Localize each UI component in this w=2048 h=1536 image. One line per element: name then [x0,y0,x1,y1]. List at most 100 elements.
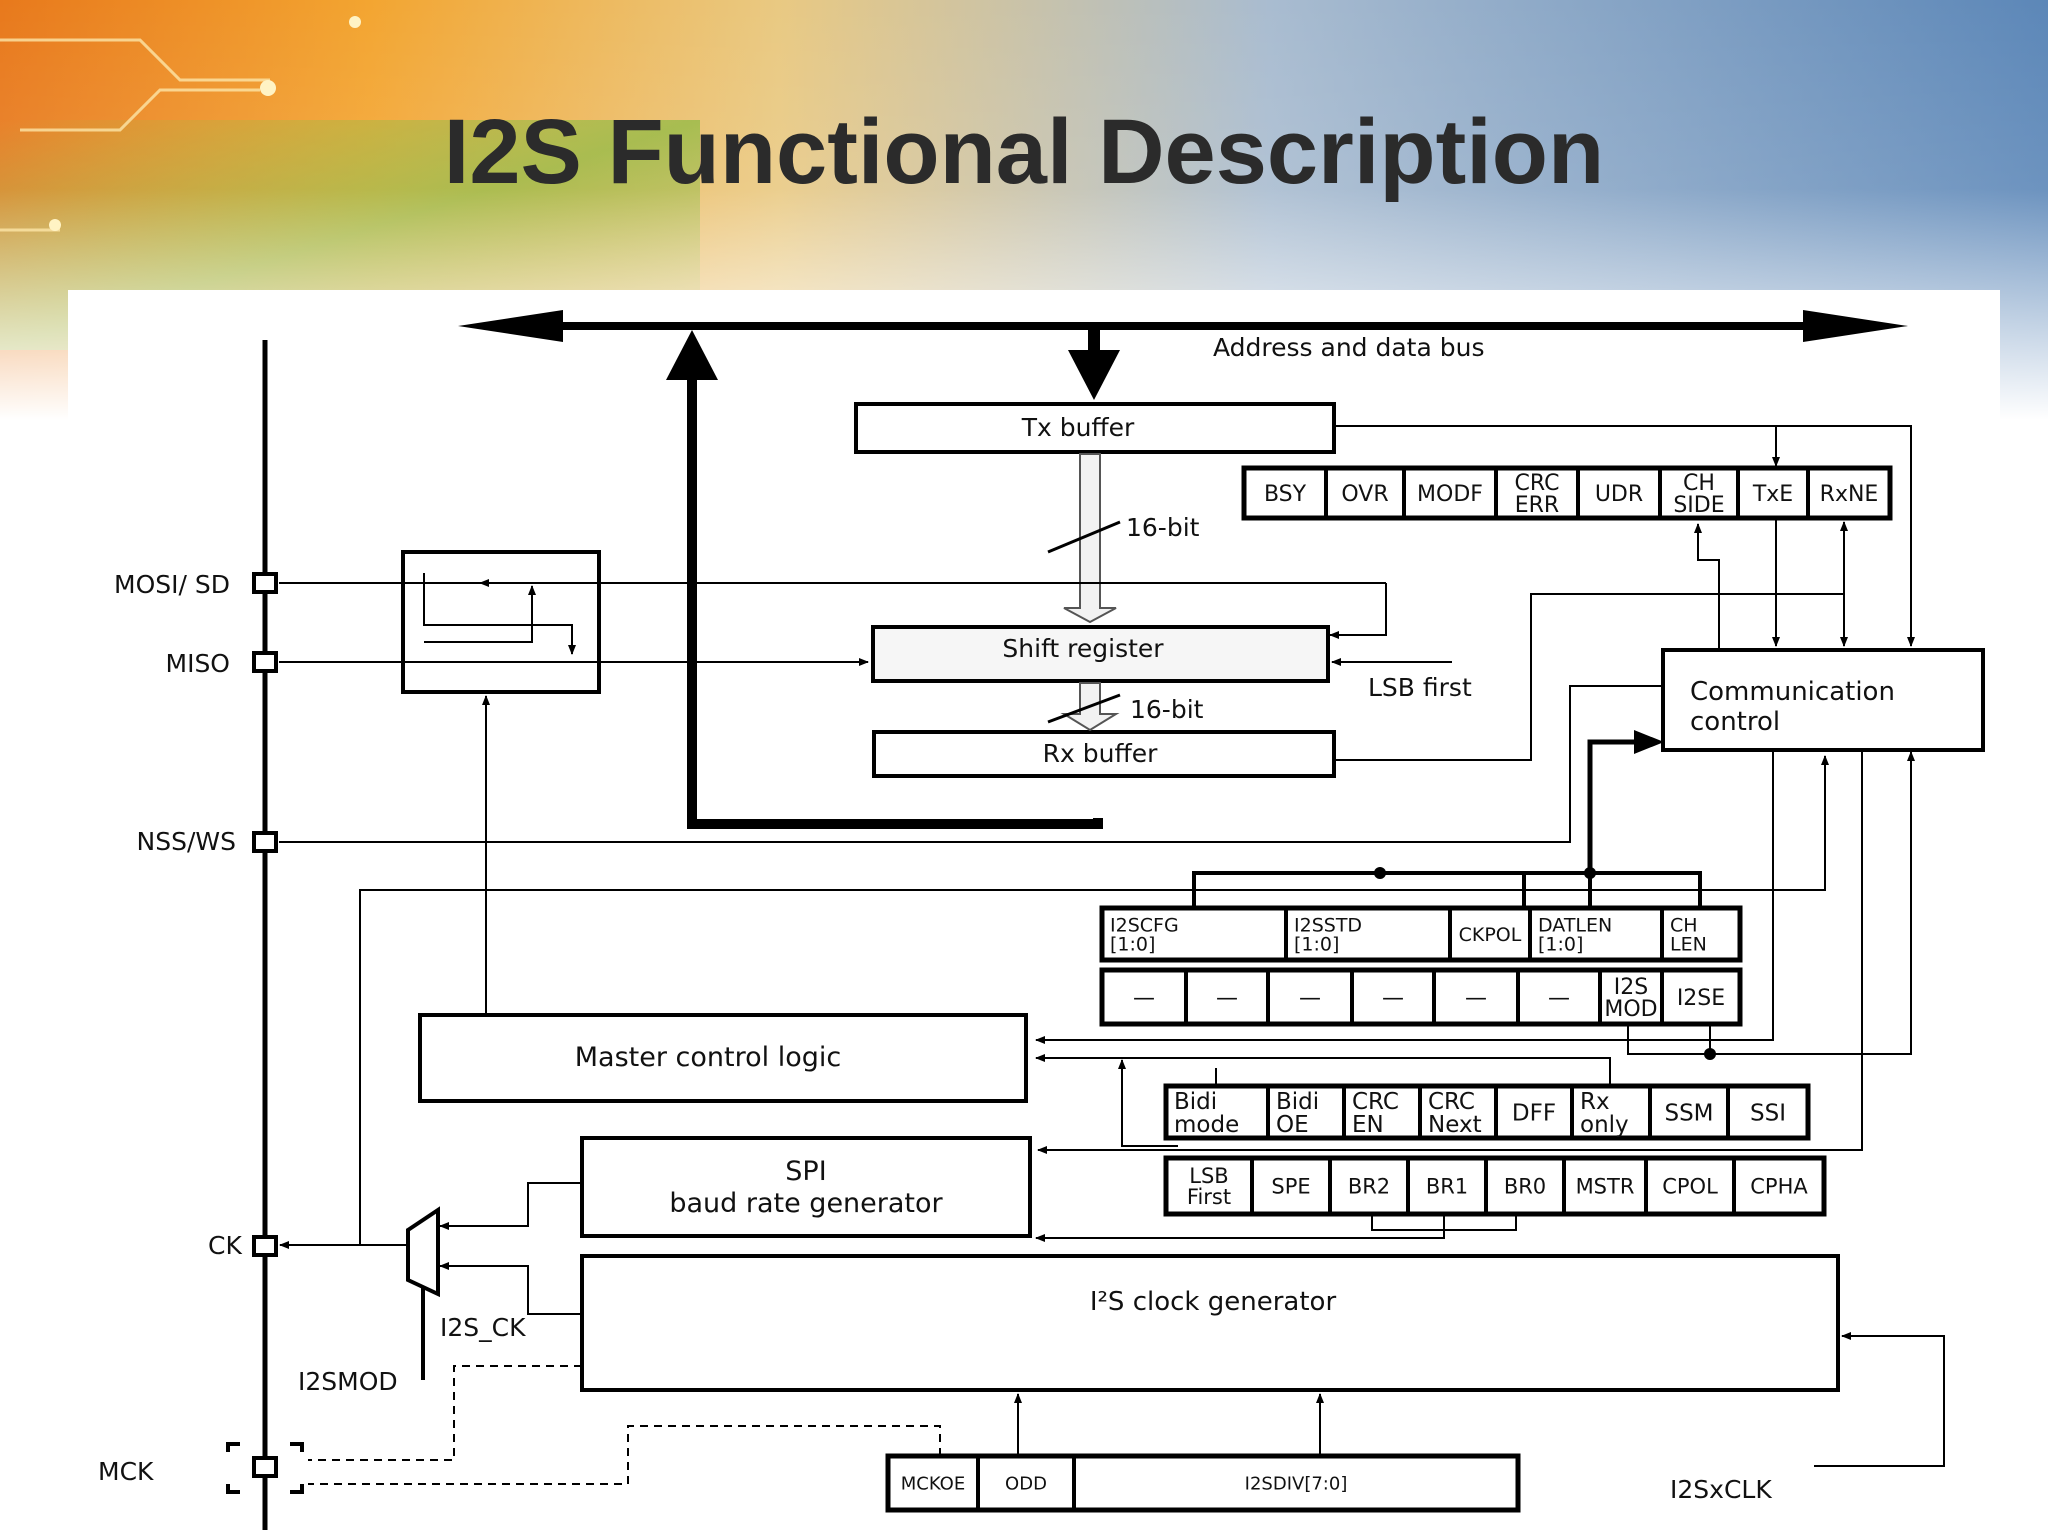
circuit-trace-decoration [0,38,270,232]
pin-ck: CK [208,1231,278,1260]
bit16-top-label: 16-bit [1126,513,1200,542]
lsb-to-mcl-line [1118,1059,1178,1147]
shift-register-label: Shift register [1002,634,1164,663]
rx-to-rxne-line [1334,593,1844,761]
i2smod-label: I2SMOD [298,1367,398,1396]
register-cell [1806,466,1892,520]
mosi-to-shift-line [1329,583,1387,639]
register-bit-label: CKPOL [1459,924,1522,946]
register-bit-label: mode [1174,1112,1239,1138]
register-bit-label: ERR [1515,493,1559,518]
pin-mck: MCK [98,1442,304,1494]
register-bit-label: — [1299,986,1321,1011]
i2s-ck-label: I2S_CK [440,1313,526,1342]
register-bit-label: Rx [1580,1089,1610,1115]
register-bit-label: SSI [1750,1100,1786,1126]
register-bit-label: MSTR [1576,1175,1635,1199]
bus-label: Address and data bus [1213,333,1484,362]
spi-baud-rate-generator-box [580,1136,1032,1238]
lsb-first-label: LSB first [1368,673,1472,702]
comm-to-mcl-line [1035,752,1774,1044]
register-bit-label: BR1 [1426,1175,1468,1199]
mck-dashed-line [308,1365,582,1461]
register-bit-label: Next [1428,1112,1482,1138]
register-bit-label: I2SSTD [1294,914,1362,936]
slide-title: I2S Functional Description [443,101,1605,203]
register-bit-label: I2SCFG [1110,914,1179,936]
cr1-to-mcl-line [1035,1054,1611,1086]
junction-dot [1704,1048,1716,1060]
register-bit-label: SSM [1664,1100,1713,1126]
bit16-bottom-label: 16-bit [1130,695,1204,724]
communication-control-box [1661,648,1985,752]
register-frame [1163,1155,1827,1217]
register-bit-label: ODD [1005,1473,1047,1494]
io-mux-box [279,550,1386,694]
register-bit-label: BR2 [1348,1175,1390,1199]
register-bit-label: CRC [1515,471,1560,496]
diagram-panel: Address and data bus Tx buffer Shift reg… [68,290,2000,1536]
register-bit-label: TxE [1752,482,1793,507]
register-bit-label: I2SDIV[7:0] [1245,1473,1348,1494]
register-bit-label: SIDE [1673,493,1724,518]
spi-baud-label: SPI [785,1156,826,1187]
register-bit-label: CH [1670,914,1698,936]
register-frame [1099,905,1743,963]
tx-buffer-label: Tx buffer [1021,413,1135,442]
pin-ck-label: CK [208,1231,242,1260]
register-bit-label: MOD [1604,997,1657,1022]
register-bit-label: EN [1352,1112,1384,1138]
cfg-to-comm-line [1587,739,1658,872]
register-bit-label: CH [1683,471,1715,496]
comm-feedback-line [1037,752,1863,1154]
register-bit-label: SPE [1271,1175,1310,1199]
circuit-node-decoration [49,219,61,231]
register-bit-label: — [1216,986,1238,1011]
junction-dot [1374,867,1386,879]
register-bit-label: CRC [1352,1089,1399,1115]
bus-width-slash [1047,693,1121,724]
circuit-node-decoration [349,16,361,28]
pin-miso: MISO [166,649,278,678]
register-cell [1660,906,1742,962]
ck-to-comm-line [359,755,1829,1245]
master-control-logic-label: Master control logic [575,1042,841,1073]
pin-nss: NSS/WS [137,827,278,856]
register-bit-label: I2S [1614,975,1648,1000]
pin-miso-label: MISO [166,649,231,678]
register-bit-label: — [1133,986,1155,1011]
spi-baud-label: baud rate generator [669,1188,943,1219]
rx-buffer-label: Rx buffer [1043,739,1158,768]
tx-buffer-box [854,402,1336,454]
i2s-block-diagram: Address and data bus Tx buffer Shift reg… [98,310,1985,1530]
register-bit-label: — [1382,986,1404,1011]
pin-mosi: MOSI/ SD [114,570,278,599]
register-bit-label: Bidi [1276,1089,1319,1115]
register-bit-label: CRC [1428,1089,1475,1115]
register-bit-label: LEN [1670,933,1707,955]
pin-mosi-label: MOSI/ SD [114,570,230,599]
register-bit-label: DFF [1512,1100,1556,1126]
i2sxclk-line [1814,1332,1945,1467]
communication-control-label: control [1690,707,1780,737]
br-to-baud-line [1035,1230,1445,1242]
register-bit-label: OE [1276,1112,1309,1138]
register-bit-label: [1:0] [1294,933,1339,955]
register-bit-label: DATLEN [1538,914,1612,936]
register-bit-label: CPOL [1662,1175,1718,1199]
communication-control-label: Communication [1690,677,1895,707]
register-bit-label: only [1580,1112,1629,1138]
circuit-node-decoration [260,80,276,96]
mck-dashed-line [308,1425,941,1485]
bus-width-slash [1047,520,1121,554]
register-cell [1732,1156,1826,1216]
register-frame [885,1453,1521,1513]
i2sxclk-label: I2SxCLK [1670,1475,1772,1504]
pin-nss-label: NSS/WS [137,827,236,856]
master-control-logic-box [418,1013,1028,1103]
